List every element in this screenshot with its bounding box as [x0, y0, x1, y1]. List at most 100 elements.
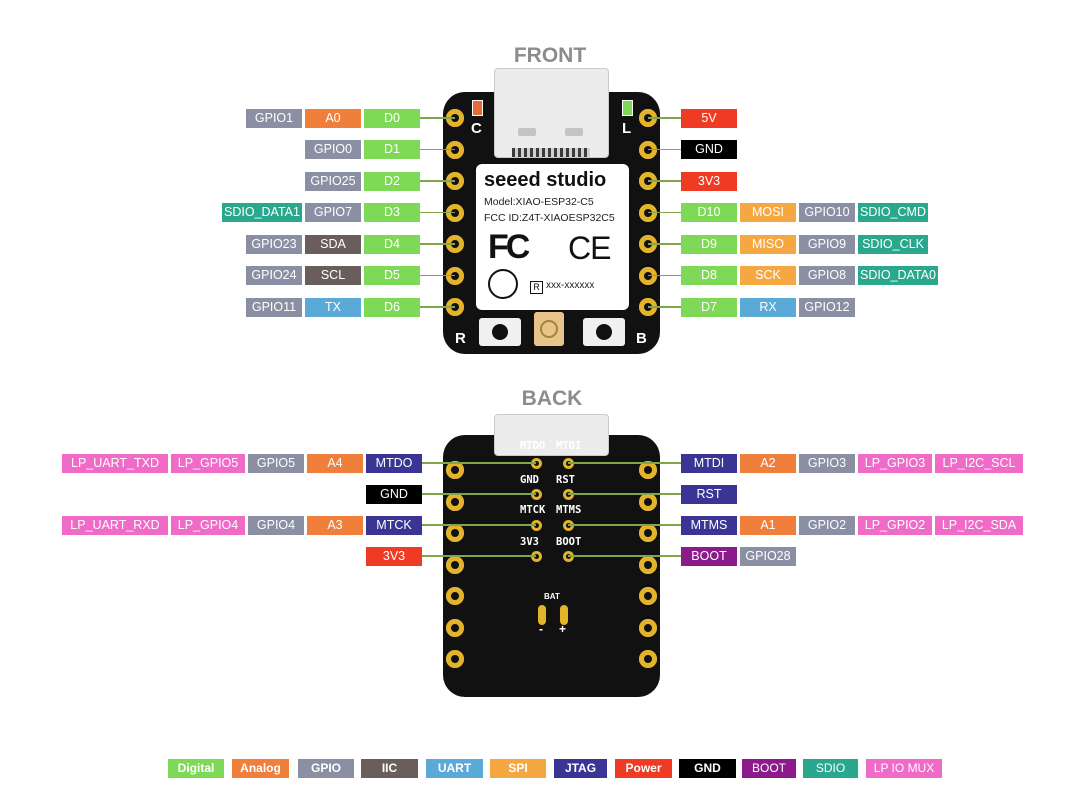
pin-tag-lp-gpio5: LP_GPIO5	[171, 453, 245, 473]
brand-label: seeed studio	[484, 169, 607, 191]
back-left-pad	[446, 618, 464, 637]
front-left-pad	[446, 140, 464, 159]
legend-item-digital: Digital	[168, 759, 224, 778]
back-title: BACK	[521, 387, 583, 410]
back-right-pad	[639, 555, 657, 574]
pin-tag-lp-gpio2: LP_GPIO2	[858, 515, 932, 535]
front-right-trace	[648, 117, 681, 119]
fcc-logo: FC	[488, 228, 530, 266]
pin-tag-a4: A4	[307, 453, 363, 473]
pin-tag-rx: RX	[740, 297, 796, 317]
back-test-pad-left	[531, 457, 542, 469]
battery-pad-positive	[560, 605, 568, 625]
back-pad-label: MTDI	[556, 440, 582, 452]
pin-tag-lp-gpio4: LP_GPIO4	[171, 515, 245, 535]
pin-tag-scl: SCL	[305, 266, 361, 285]
back-left-pad	[446, 650, 464, 668]
pin-tag-mtck: MTCK	[366, 515, 422, 535]
reset-button[interactable]	[479, 318, 521, 346]
pin-tag-sdio-data1: SDIO_DATA1	[222, 203, 302, 222]
back-right-pad	[639, 618, 657, 637]
pin-tag-d1: D1	[364, 140, 420, 159]
pin-tag-gpio4: GPIO4	[248, 515, 304, 535]
model-label: Model:XIAO-ESP32-C5	[484, 196, 594, 208]
pin-tag-gpio24: GPIO24	[246, 266, 302, 285]
back-test-pad-left	[531, 519, 542, 531]
corner-label-b: B	[636, 330, 647, 347]
back-right-pad	[639, 492, 657, 511]
pin-tag-gpio8: GPIO8	[799, 266, 855, 285]
pin-tag-d7: D7	[681, 297, 737, 317]
pin-tag-sdio-data0: SDIO_DATA0	[858, 266, 938, 285]
antenna-connector	[534, 312, 564, 346]
pin-tag-gpio1: GPIO1	[246, 108, 302, 128]
front-left-trace	[420, 211, 455, 213]
back-test-pad-left	[531, 550, 542, 562]
pin-tag-a3: A3	[307, 515, 363, 535]
pin-tag-d4: D4	[364, 234, 420, 254]
usb-c-connector-back	[494, 414, 609, 456]
legend-item-iic: IIC	[361, 759, 418, 778]
front-left-pad	[446, 172, 464, 190]
pin-tag-gpio2: GPIO2	[799, 515, 855, 535]
pin-tag-gnd: GND	[681, 140, 737, 159]
pin-tag-mtdo: MTDO	[366, 453, 422, 473]
front-right-trace	[648, 306, 681, 308]
usb-c-port-detail	[565, 128, 583, 136]
back-right-trace	[568, 493, 681, 495]
legend-item-boot: BOOT	[742, 759, 796, 778]
pin-tag-3v3: 3V3	[366, 546, 422, 566]
pin-tag-3v3: 3V3	[681, 171, 737, 191]
pin-tag-sdio-clk: SDIO_CLK	[858, 234, 928, 254]
legend-item-sdio: SDIO	[803, 759, 858, 778]
front-left-trace	[420, 117, 455, 119]
corner-label-c: C	[471, 120, 482, 137]
back-left-pad	[446, 555, 464, 574]
pin-tag-gpio7: GPIO7	[305, 203, 361, 222]
front-left-pad	[446, 235, 464, 253]
pin-tag-d6: D6	[364, 297, 420, 317]
corner-label-r: R	[455, 330, 466, 347]
front-right-trace	[648, 148, 681, 150]
back-left-trace	[422, 555, 536, 557]
pin-tag-lp-uart-rxd: LP_UART_RXD	[62, 515, 168, 535]
pin-tag-lp-gpio3: LP_GPIO3	[858, 453, 932, 473]
pin-tag-gnd: GND	[366, 484, 422, 504]
front-left-pad	[446, 266, 464, 285]
pin-tag-gpio9: GPIO9	[799, 234, 855, 254]
pin-tag-sdio-cmd: SDIO_CMD	[858, 203, 928, 222]
back-left-trace	[422, 462, 536, 464]
back-pad-label: GND	[520, 474, 539, 486]
pin-tag-mosi: MOSI	[740, 203, 796, 222]
pin-tag-mtdi: MTDI	[681, 453, 737, 473]
pin-tag-d2: D2	[364, 171, 420, 191]
usb-c-connector	[494, 68, 609, 158]
boot-button[interactable]	[583, 318, 625, 346]
back-right-trace	[568, 524, 681, 526]
pin-tag-a2: A2	[740, 453, 796, 473]
pin-tag-gpio5: GPIO5	[248, 453, 304, 473]
pin-tag-d5: D5	[364, 266, 420, 285]
bat-label: BAT	[544, 592, 560, 601]
legend-item-gpio: GPIO	[298, 759, 354, 778]
r-code-label: xxx-xxxxxx	[546, 280, 595, 291]
pin-tag-lp-i2c-scl: LP_I2C_SCL	[935, 453, 1023, 473]
back-pad-label: MTDO	[520, 440, 546, 452]
pin-tag-d9: D9	[681, 234, 737, 254]
front-title: FRONT	[513, 44, 587, 67]
pin-tag-gpio25: GPIO25	[305, 171, 361, 191]
pin-tag-5v: 5V	[681, 108, 737, 128]
pin-tag-mtms: MTMS	[681, 515, 737, 535]
legend-item-gnd: GND	[679, 759, 736, 778]
bat-plus-label: +	[559, 622, 567, 636]
pin-tag-sck: SCK	[740, 266, 796, 285]
module-shield: seeed studio Model:XIAO-ESP32-C5 FCC ID:…	[476, 164, 629, 310]
pin-tag-d10: D10	[681, 203, 737, 222]
pin-tag-boot: BOOT	[681, 546, 737, 566]
pin-tag-gpio23: GPIO23	[246, 234, 302, 254]
front-left-trace	[420, 180, 455, 182]
r-mark-icon: R	[530, 281, 543, 294]
front-left-pad	[446, 298, 464, 316]
pin-tag-gpio3: GPIO3	[799, 453, 855, 473]
pin-tag-gpio0: GPIO0	[305, 140, 361, 159]
